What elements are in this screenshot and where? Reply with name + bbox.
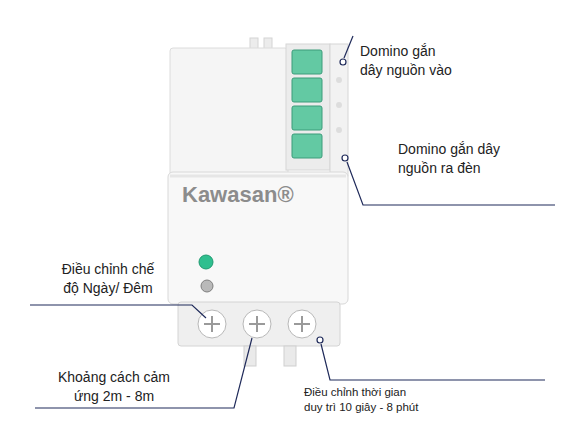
green-led — [199, 255, 213, 269]
housing-edge — [170, 175, 346, 178]
housing-top — [170, 48, 288, 178]
callout-text: Khoảng cách cảm ứng 2m - 8m — [58, 368, 171, 406]
wire-hole — [336, 102, 342, 108]
mount-foot — [284, 346, 296, 366]
callout-text: Domino gắn dây nguồn vào — [360, 42, 454, 80]
green-terminal — [292, 50, 322, 74]
light-sensor — [201, 280, 213, 292]
sensor-device — [168, 38, 348, 366]
knob-slot — [294, 316, 310, 332]
knob-slot — [249, 316, 265, 332]
wire-slot-column — [330, 44, 348, 176]
knob-slot — [204, 316, 220, 332]
callout-text: Điều chỉnh thời gian duy trì 10 giây - 8… — [304, 385, 421, 415]
terminal-block — [286, 44, 330, 170]
knob-panel — [178, 302, 340, 346]
time-knob — [288, 310, 316, 338]
leader-line — [30, 305, 206, 318]
leader-dot — [342, 155, 348, 161]
green-terminal — [292, 134, 322, 158]
leader-line — [321, 344, 545, 380]
green-terminal — [292, 106, 322, 130]
range-knob — [243, 310, 271, 338]
leader-lines — [30, 36, 555, 408]
leader-line — [35, 338, 252, 408]
callout-text: Điều chỉnh chế độ Ngày/ Đêm — [61, 260, 156, 298]
leader-line — [344, 36, 353, 58]
wire-hole — [336, 127, 342, 133]
housing-body — [168, 172, 348, 304]
brand-text: Kawasan® — [182, 182, 204, 208]
wire-hole — [336, 77, 342, 83]
callout-text: Domino gắn dây nguồn ra đèn — [398, 140, 502, 178]
green-terminal — [292, 78, 322, 102]
leader-dot — [340, 59, 346, 65]
leader-dot — [317, 337, 323, 343]
